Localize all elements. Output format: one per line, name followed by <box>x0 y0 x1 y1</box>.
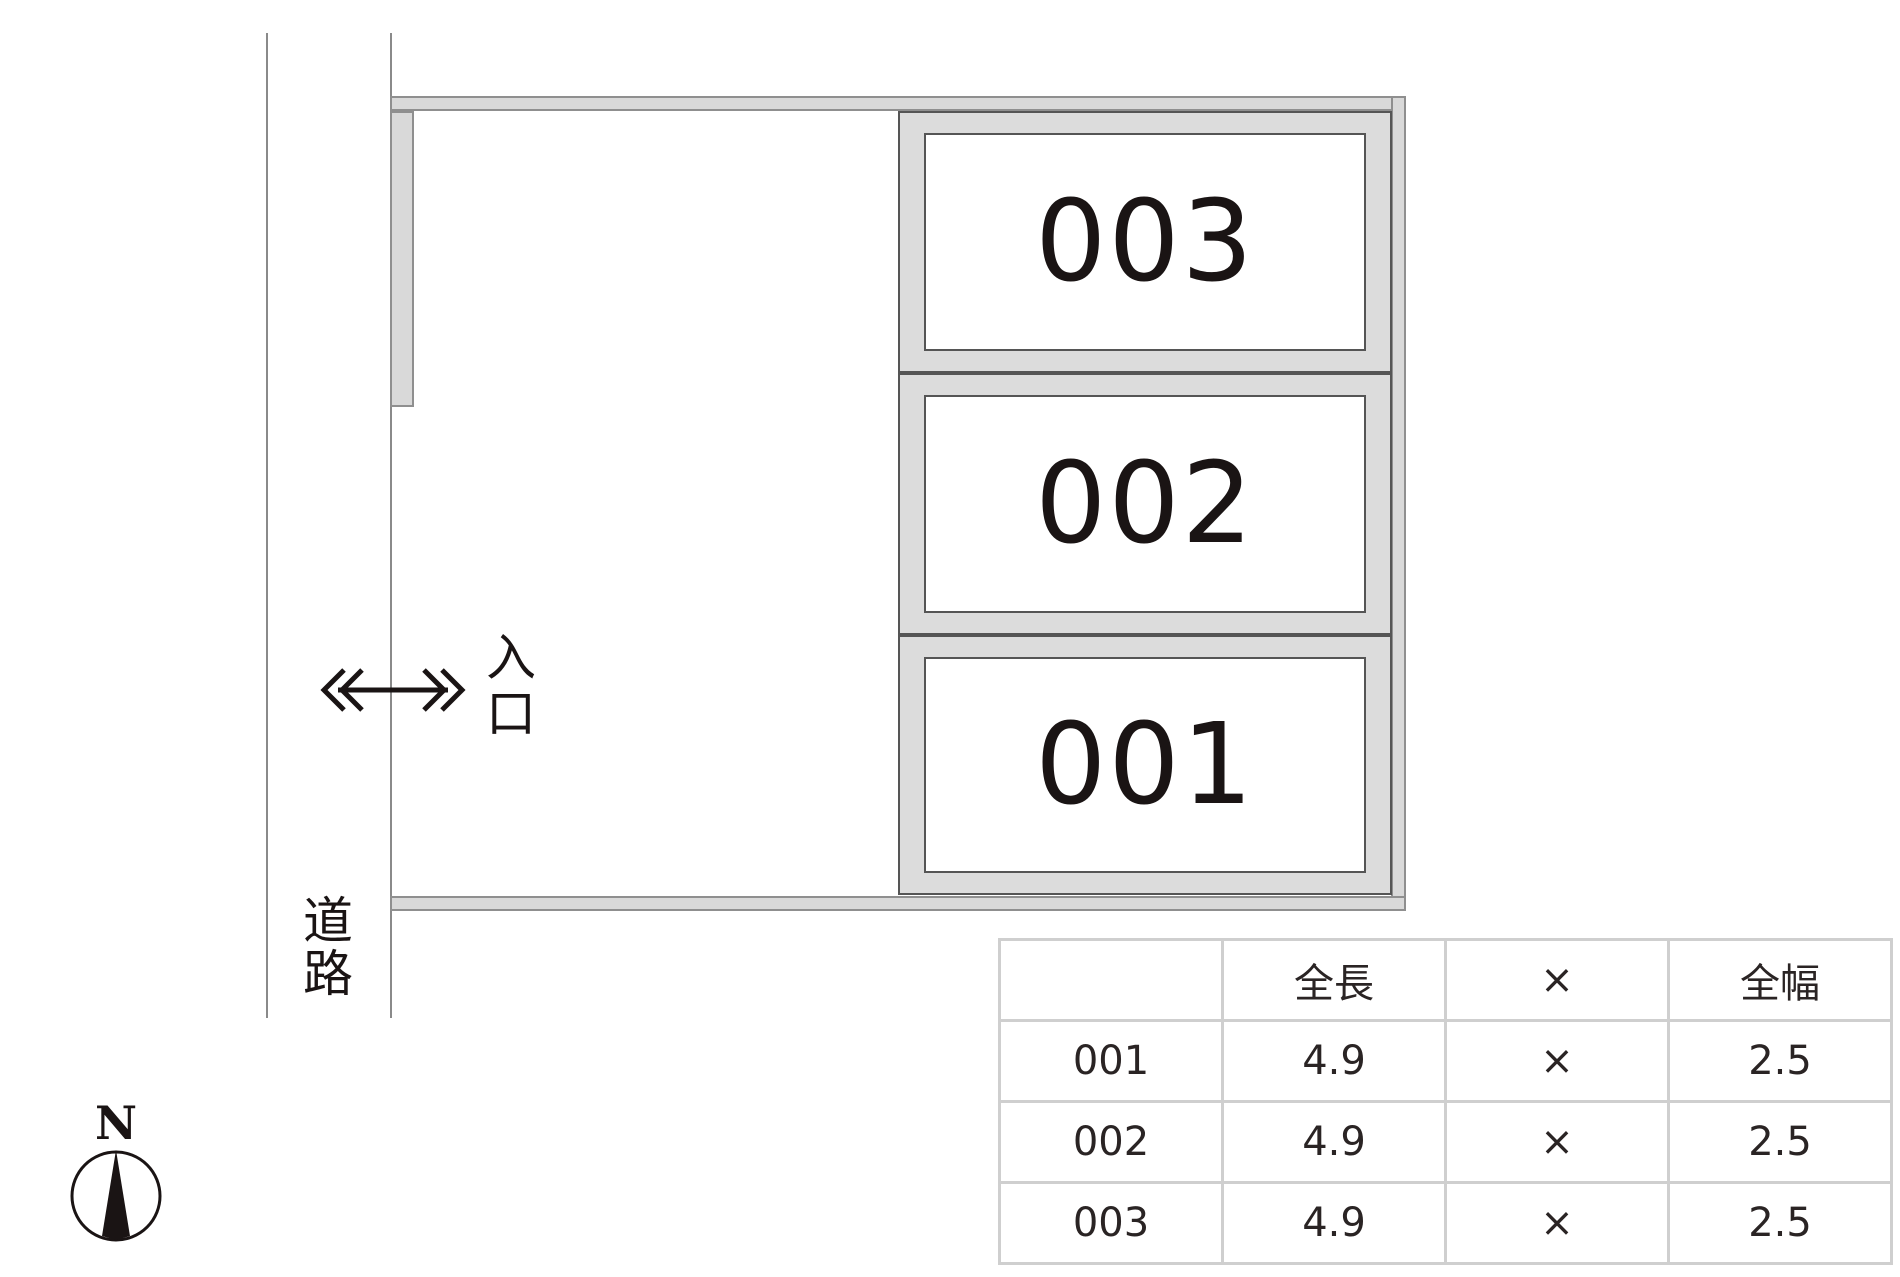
table-cell: 2.5 <box>1667 1181 1893 1265</box>
bay-number: 002 <box>1035 439 1255 569</box>
table-cell: × <box>1444 1100 1670 1184</box>
table-row: 002 4.9 × 2.5 <box>998 1100 1893 1184</box>
table-row: 003 4.9 × 2.5 <box>998 1181 1893 1265</box>
compass-icon <box>70 1150 162 1242</box>
table-cell: 4.9 <box>1221 1181 1447 1265</box>
table-header-cell <box>998 938 1224 1022</box>
table-cell: 4.9 <box>1221 1100 1447 1184</box>
table-row: 001 4.9 × 2.5 <box>998 1019 1893 1103</box>
table-header-cell: × <box>1444 938 1670 1022</box>
road-edge-right <box>390 33 392 1018</box>
entrance-label: 入 口 <box>486 629 536 743</box>
parking-bay-002: 002 <box>898 373 1392 635</box>
table-cell: 002 <box>998 1100 1224 1184</box>
road-edge-left <box>266 33 268 1018</box>
table-cell: × <box>1444 1019 1670 1103</box>
lot-wall-top <box>390 96 1406 111</box>
table-cell: 001 <box>998 1019 1224 1103</box>
parking-bay-003: 003 <box>898 111 1392 373</box>
table-cell: 2.5 <box>1667 1019 1893 1103</box>
lot-wall-right <box>1391 96 1406 911</box>
bay-number: 001 <box>1035 700 1255 830</box>
table-header-row: 全長 × 全幅 <box>998 938 1893 1022</box>
lot-wall-left <box>390 111 414 407</box>
table-header-cell: 全幅 <box>1667 938 1893 1022</box>
table-header-cell: 全長 <box>1221 938 1447 1022</box>
bay-number: 003 <box>1035 177 1255 307</box>
lot-wall-bottom <box>390 896 1406 911</box>
table-cell: 003 <box>998 1181 1224 1265</box>
parking-bay-001: 001 <box>898 635 1392 895</box>
table-cell: × <box>1444 1181 1670 1265</box>
entrance-arrow-icon <box>320 668 466 712</box>
road-label: 道 路 <box>303 892 353 1003</box>
table-cell: 2.5 <box>1667 1100 1893 1184</box>
bay-dimensions-table: 全長 × 全幅 001 4.9 × 2.5 002 4.9 × 2.5 003 … <box>998 938 1893 1265</box>
north-label: N <box>94 1096 138 1150</box>
table-cell: 4.9 <box>1221 1019 1447 1103</box>
